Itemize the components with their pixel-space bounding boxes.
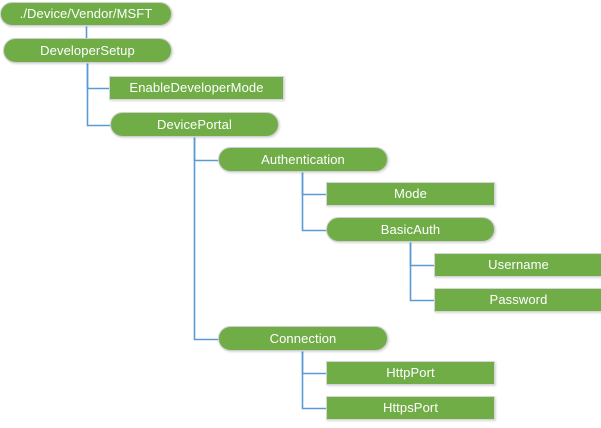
connector-developer-setup-to-enable-developer-mode (86, 63, 110, 90)
node-label: DeveloperSetup (40, 42, 135, 58)
connector-authentication-to-mode (301, 172, 327, 196)
connector-basic-auth-to-username (409, 242, 435, 267)
connector-device-portal-to-authentication (193, 137, 219, 162)
connector-authentication-to-basic-auth (301, 172, 327, 232)
node-label: Username (488, 257, 549, 272)
node-label: HttpPort (386, 365, 435, 380)
connector-connection-to-http-port (301, 351, 327, 375)
node-enable-developer-mode[interactable]: EnableDeveloperMode (109, 76, 284, 100)
connector-developer-setup-to-device-portal (86, 63, 111, 127)
node-label: Connection (269, 330, 337, 346)
node-connection[interactable]: Connection (218, 326, 388, 351)
node-label: Mode (394, 186, 427, 201)
node-label: HttpsPort (382, 400, 439, 415)
node-https-port[interactable]: HttpsPort (326, 396, 495, 420)
node-label: BasicAuth (380, 221, 441, 237)
node-mode[interactable]: Mode (326, 182, 495, 206)
node-root[interactable]: ./Device/Vendor/MSFT (0, 2, 172, 26)
node-username[interactable]: Username (434, 253, 601, 277)
node-http-port[interactable]: HttpPort (326, 361, 495, 385)
node-label: DevicePortal (157, 116, 232, 132)
connector-connection-to-https-port (301, 351, 327, 410)
node-device-portal[interactable]: DevicePortal (110, 112, 279, 137)
node-label: EnableDeveloperMode (129, 80, 264, 95)
node-basic-auth[interactable]: BasicAuth (326, 217, 495, 242)
node-authentication[interactable]: Authentication (218, 147, 388, 172)
connector-basic-auth-to-password (409, 242, 435, 302)
node-label: ./Device/Vendor/MSFT (19, 6, 153, 21)
connector-device-portal-to-connection (193, 137, 219, 341)
node-developer-setup[interactable]: DeveloperSetup (3, 38, 172, 63)
node-label: Password (489, 292, 548, 307)
node-password[interactable]: Password (434, 288, 601, 312)
node-label: Authentication (261, 151, 345, 167)
